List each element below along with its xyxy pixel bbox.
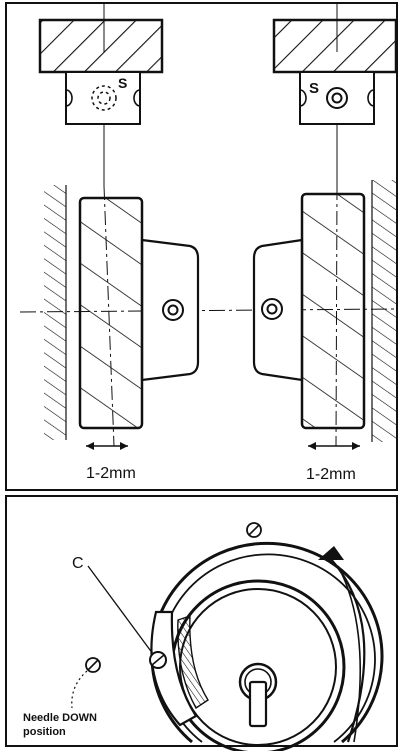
left-hook-screw-icon [162, 299, 184, 321]
right-set-screw-icon [326, 87, 348, 109]
left-dimension-label: 1-2mm [86, 465, 136, 482]
screw-c-leader [87, 565, 154, 655]
needle-position-leader [71, 670, 88, 709]
bottom-panel-frame [5, 495, 398, 747]
right-dimension-label: 1-2mm [306, 466, 356, 483]
right-hook-body [252, 192, 366, 430]
needle-down-caption: Needle DOWN position [23, 712, 100, 738]
right-dimension-arrow [308, 442, 360, 450]
top-panel-frame [5, 2, 398, 491]
needle-down-line-2: position [23, 726, 66, 738]
bobbin-latch-icon [248, 680, 268, 728]
left-needle-clamp [38, 18, 164, 125]
left-set-screw-icon [91, 85, 117, 111]
right-wall [372, 180, 396, 442]
left-wall [44, 185, 66, 440]
left-hook-body [78, 196, 200, 430]
right-screw-mark: S [309, 80, 319, 97]
needle-down-line-1: Needle DOWN [23, 712, 97, 724]
screw-c-label: C [72, 555, 84, 572]
right-hook-screw-icon [261, 298, 283, 320]
left-dimension-arrow [86, 442, 128, 450]
right-needle-clamp [272, 18, 398, 125]
left-screw-mark: S [118, 75, 127, 91]
rotary-hook-assembly [150, 522, 384, 751]
